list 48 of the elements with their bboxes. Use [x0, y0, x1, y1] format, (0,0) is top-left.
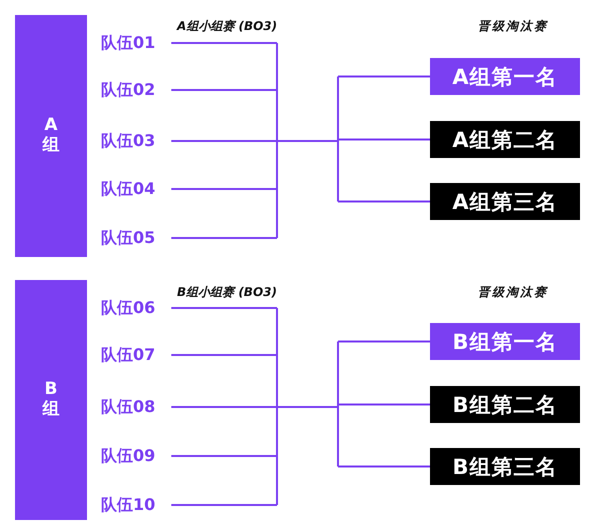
result-box	[430, 183, 580, 220]
result-text: A组第二名	[452, 126, 558, 152]
result-text: B组第三名	[452, 454, 558, 480]
bracket-line	[171, 455, 277, 457]
result-box	[430, 448, 580, 485]
team-label: 队伍08	[101, 397, 156, 417]
bracket-line	[338, 404, 430, 406]
result-text: B组第二名	[452, 392, 558, 418]
team-label: 队伍09	[101, 446, 156, 466]
bracket-trunk	[276, 307, 339, 506]
bracket-line	[171, 307, 277, 309]
team-label: 队伍04	[101, 179, 156, 199]
team-label: 队伍03	[101, 131, 156, 151]
team-label: 队伍06	[101, 298, 156, 318]
result-box	[430, 58, 580, 95]
bracket-line	[171, 406, 277, 408]
result-box	[430, 121, 580, 158]
group-name: B组	[42, 380, 60, 420]
bracket-line	[338, 340, 430, 342]
result-text: A组第三名	[452, 188, 558, 214]
team-label: 队伍01	[101, 33, 156, 53]
group-panel	[15, 15, 87, 257]
bracket-line	[171, 42, 277, 44]
bracket-trunk	[276, 42, 339, 239]
result-text: A组第一名	[452, 64, 558, 90]
stage-heading: 晋级淘汰赛	[478, 19, 548, 34]
bracket-line	[338, 76, 430, 78]
stage-heading: B组小组赛 (BO3)	[177, 285, 277, 300]
stage-heading: A组小组赛 (BO3)	[177, 19, 278, 34]
group-name: A组	[42, 116, 60, 156]
team-label: 队伍10	[101, 495, 156, 515]
result-box	[430, 386, 580, 423]
bracket-line	[171, 237, 277, 239]
result-text: B组第一名	[452, 328, 558, 354]
result-box	[430, 323, 580, 360]
bracket-line	[171, 140, 277, 142]
bracket-line	[171, 504, 277, 506]
team-label: 队伍02	[101, 80, 156, 100]
bracket-line	[338, 138, 430, 140]
bracket-line	[338, 466, 430, 468]
bracket-line	[171, 188, 277, 190]
bracket-line	[338, 200, 430, 202]
bracket-line	[171, 89, 277, 91]
bracket-line	[171, 354, 277, 356]
group-panel	[15, 280, 87, 520]
team-label: 队伍05	[101, 228, 156, 248]
team-label: 队伍07	[101, 345, 156, 365]
stage-heading: 晋级淘汰赛	[478, 285, 548, 300]
